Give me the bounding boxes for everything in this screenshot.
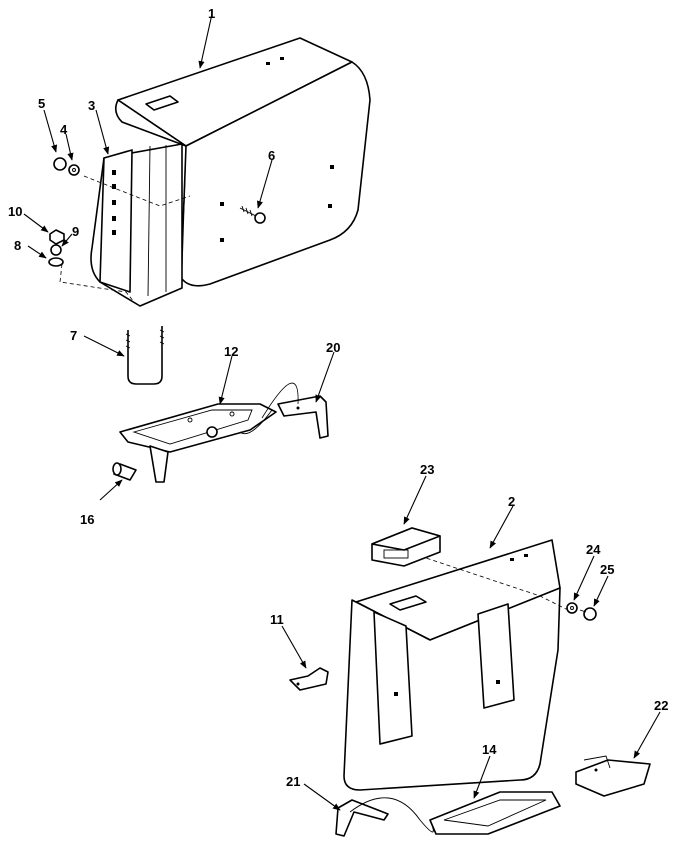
callout-20: 20 bbox=[326, 340, 340, 355]
fender-upper bbox=[114, 37, 371, 287]
callout-3: 3 bbox=[88, 98, 95, 113]
callout-8: 8 bbox=[14, 238, 21, 253]
mounting-plate bbox=[119, 403, 277, 483]
plate-22 bbox=[575, 755, 651, 797]
callout-6: 6 bbox=[268, 148, 275, 163]
washer-icon bbox=[68, 164, 80, 176]
hardware-upper bbox=[48, 157, 266, 267]
callout-23: 23 bbox=[420, 462, 434, 477]
callout-11: 11 bbox=[270, 612, 284, 627]
callout-14: 14 bbox=[482, 742, 497, 757]
support-bracket bbox=[59, 143, 191, 307]
fender-lower bbox=[343, 539, 569, 791]
nut-icon bbox=[53, 157, 67, 171]
step-14 bbox=[429, 791, 561, 835]
bracket-21 bbox=[335, 797, 434, 837]
callout-24: 24 bbox=[586, 542, 601, 557]
callout-2: 2 bbox=[508, 494, 515, 509]
bracket-11 bbox=[289, 667, 329, 691]
callout-1: 1 bbox=[208, 6, 215, 21]
callout-labels: 1 2 3 4 5 6 7 8 9 10 11 12 14 16 20 21 2… bbox=[8, 6, 668, 789]
lamp-23 bbox=[371, 527, 441, 567]
pin bbox=[112, 462, 137, 481]
callout-21: 21 bbox=[286, 774, 300, 789]
callout-16: 16 bbox=[80, 512, 94, 527]
leader-lines bbox=[23, 13, 661, 811]
callout-10: 10 bbox=[8, 204, 22, 219]
callout-7: 7 bbox=[70, 328, 77, 343]
callout-4: 4 bbox=[60, 122, 68, 137]
callout-25: 25 bbox=[600, 562, 614, 577]
callout-9: 9 bbox=[72, 224, 79, 239]
callout-12: 12 bbox=[224, 344, 238, 359]
hardware-lower bbox=[566, 602, 597, 621]
callout-22: 22 bbox=[654, 698, 668, 713]
callout-5: 5 bbox=[38, 96, 45, 111]
u-bolt bbox=[125, 326, 165, 385]
